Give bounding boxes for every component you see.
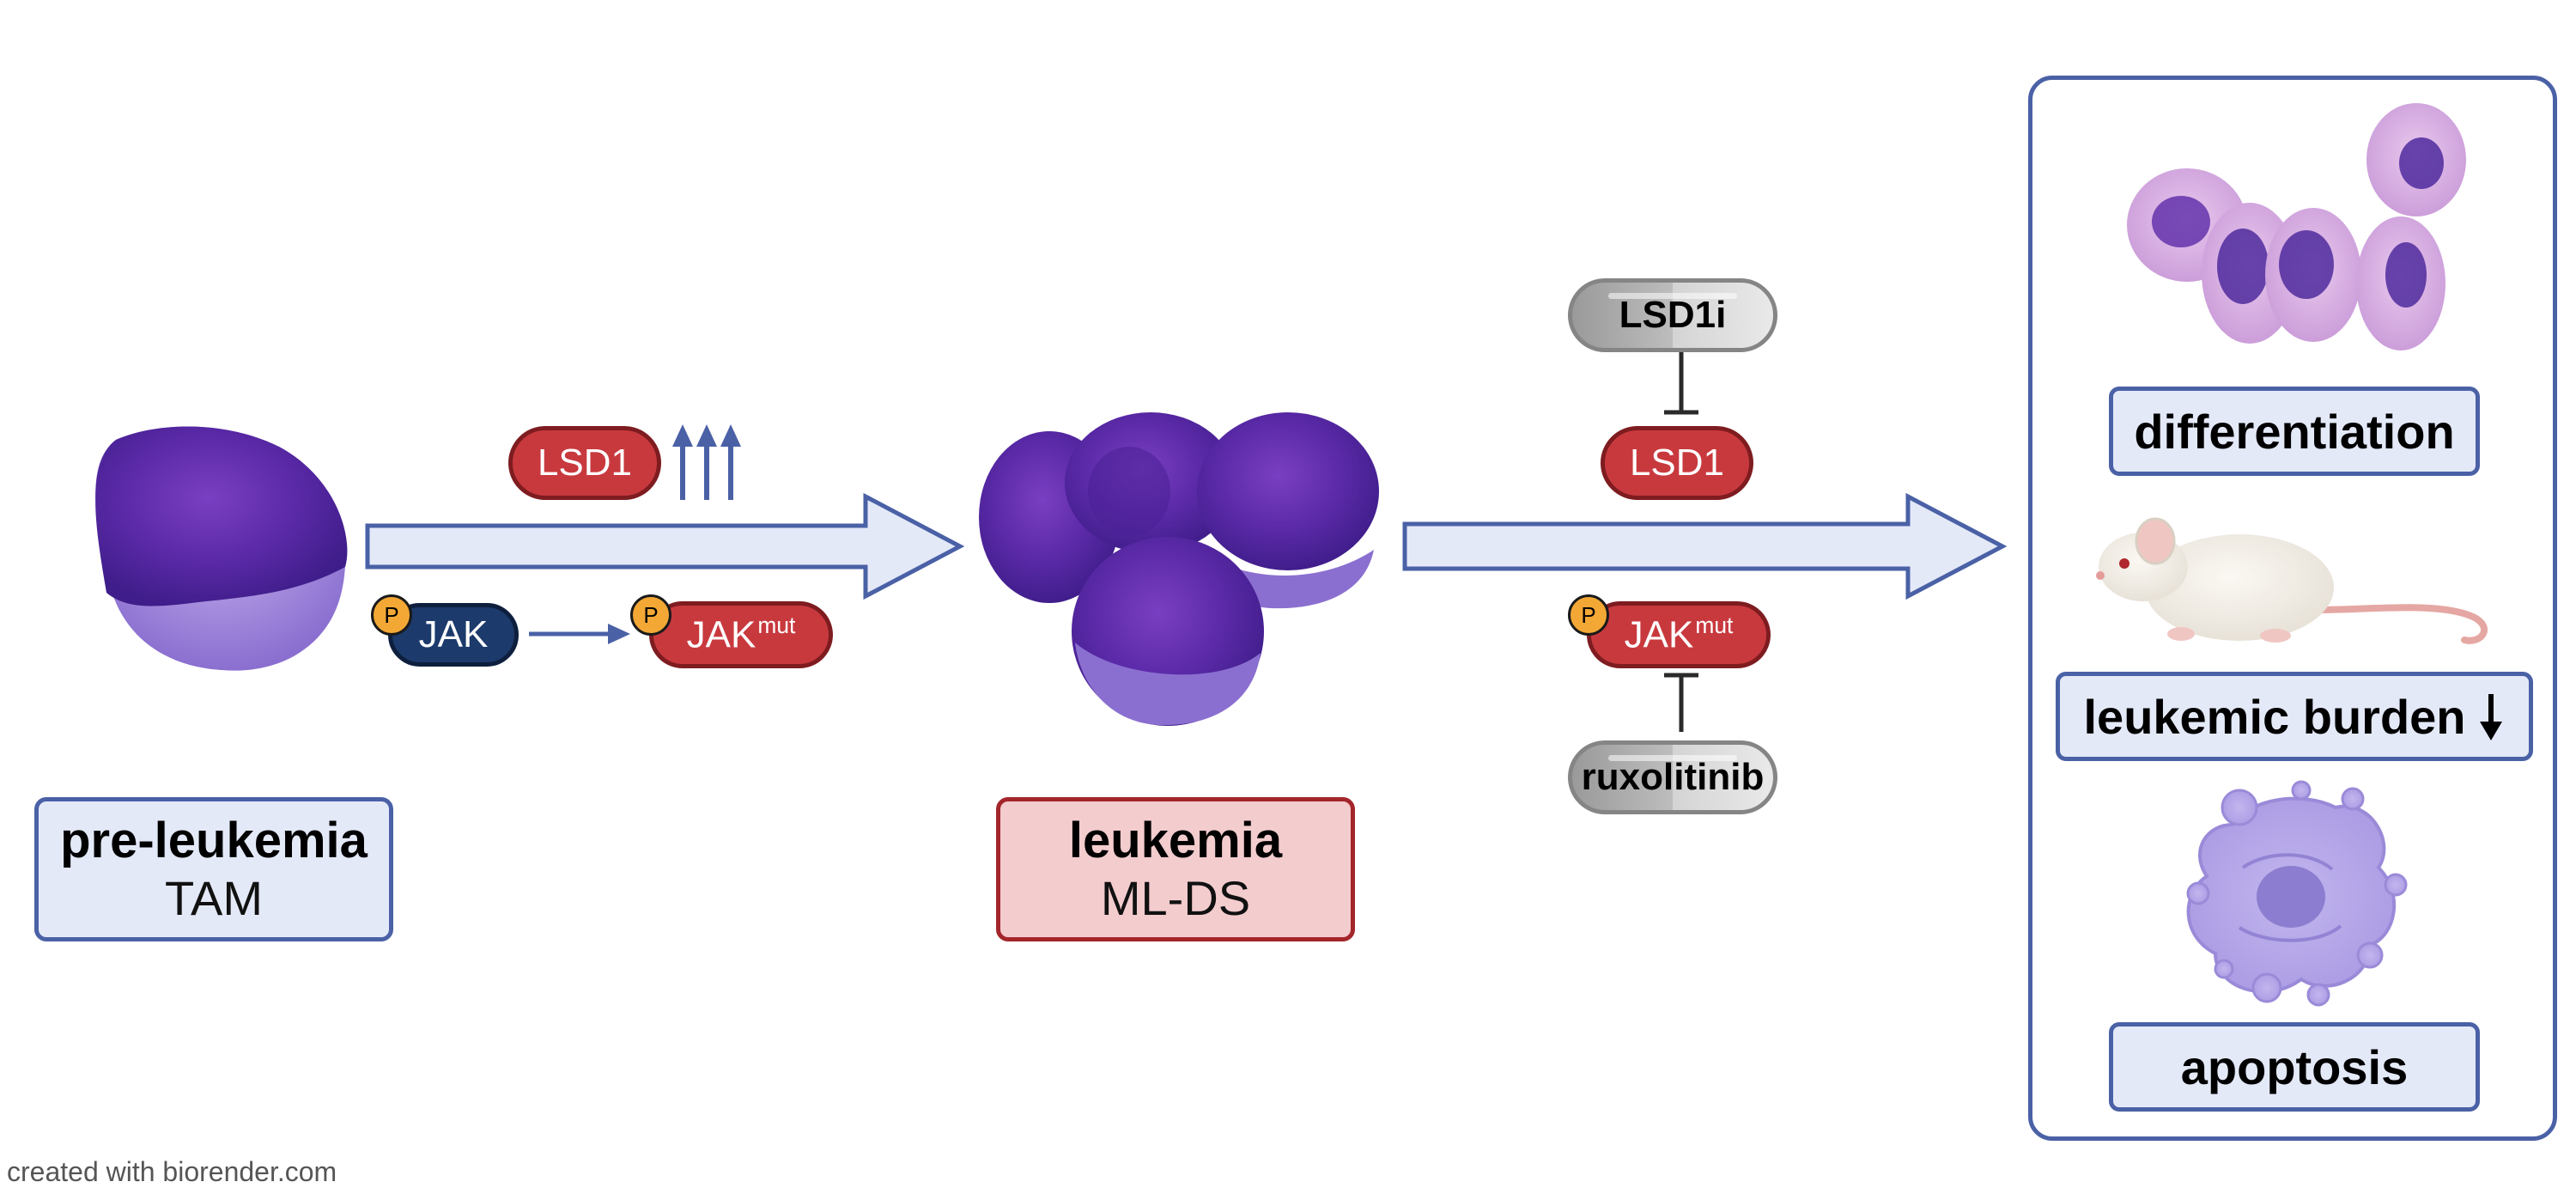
jak-badge: JAK	[388, 603, 519, 667]
ruxolitinib-drug-pill: ruxolitinib	[1568, 740, 1777, 814]
pre-leukemia-subtitle: TAM	[164, 871, 264, 926]
leukemia-cells-icon	[979, 412, 1379, 726]
mouse-icon	[2096, 517, 2488, 644]
apoptosis-label: apoptosis	[2109, 1022, 2480, 1112]
lsd1i-drug-pill: LSD1i	[1568, 278, 1777, 352]
phospho-label: P	[384, 601, 399, 628]
lsd1-label: LSD1	[537, 442, 633, 484]
lsd1-inhibition-icon	[1664, 350, 1698, 415]
progression-arrow	[365, 492, 965, 600]
pre-leukemia-cell-icon	[95, 426, 348, 671]
phospho-icon: P	[1568, 594, 1609, 636]
decrease-arrow-icon	[2479, 694, 2502, 740]
jak-mut-target-badge: JAKmut	[1587, 601, 1771, 668]
phospho-label: P	[643, 601, 659, 628]
apoptotic-cell-icon	[2186, 780, 2408, 1007]
differentiation-label: differentiation	[2109, 387, 2480, 476]
pre-leukemia-title: pre-leukemia	[60, 812, 368, 868]
jak-mut-label: JAKmut	[686, 612, 796, 656]
phospho-icon: P	[630, 594, 671, 636]
lsd1-target-badge: LSD1	[1601, 426, 1753, 500]
ruxolitinib-label: ruxolitinib	[1581, 756, 1765, 798]
upregulation-arrows-icon	[672, 424, 741, 500]
pre-leukemia-label: pre-leukemia TAM	[34, 797, 393, 941]
phospho-icon: P	[371, 594, 412, 636]
lsd1i-label: LSD1i	[1619, 294, 1727, 336]
differentiated-cells-icon	[2127, 103, 2466, 350]
leukemia-subtitle: ML-DS	[1100, 871, 1251, 926]
jak-mut-target-label: JAKmut	[1624, 612, 1734, 656]
mutation-arrow-icon	[529, 624, 630, 644]
leukemia-title: leukemia	[1068, 812, 1283, 868]
jak-inhibition-icon	[1664, 673, 1698, 732]
phospho-label: P	[1581, 601, 1596, 628]
credit-text: created with biorender.com	[7, 1156, 337, 1187]
lsd1-target-label: LSD1	[1629, 442, 1725, 484]
leukemic-burden-label: leukemic burden	[2056, 672, 2533, 761]
jak-label: JAK	[418, 613, 489, 655]
lsd1-badge: LSD1	[508, 426, 661, 500]
leukemia-label: leukemia ML-DS	[996, 797, 1355, 941]
treatment-arrow	[1402, 492, 2008, 600]
jak-mut-badge: JAKmut	[649, 601, 833, 668]
outcomes-panel	[2028, 76, 2557, 1141]
